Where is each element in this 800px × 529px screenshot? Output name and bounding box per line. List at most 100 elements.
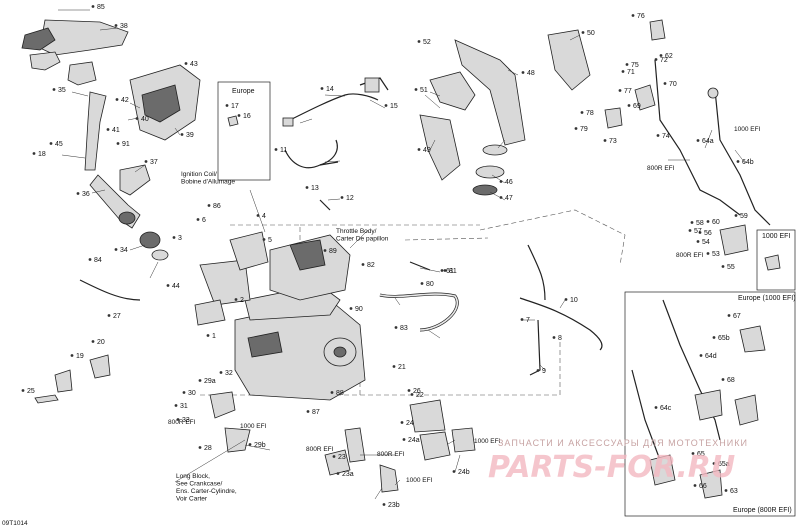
part-callout-10: 10 <box>570 297 578 304</box>
part-marker-34 <box>114 248 118 251</box>
part-marker-77 <box>618 89 622 92</box>
throttle-cables <box>79 244 603 376</box>
notes: Ignition Coil/Bobine d'Allumage Throttle… <box>176 171 389 503</box>
part-marker-45 <box>49 142 53 145</box>
part-callout-12: 12 <box>346 195 354 202</box>
part-callout-54: 54 <box>702 239 710 246</box>
part-marker-79 <box>574 127 578 130</box>
part-callout-21: 21 <box>398 364 406 371</box>
europe-efi-inset: Europe (1000 EFI) Europe (800R EFI) <box>624 291 796 517</box>
part-marker-83 <box>394 326 398 329</box>
part-marker-5 <box>262 238 266 241</box>
part-callout-64a: 64a <box>702 138 714 145</box>
part-marker-87 <box>306 410 310 413</box>
part-callout-11: 11 <box>280 147 287 154</box>
part-callout-39: 39 <box>186 132 194 139</box>
part-marker-11 <box>274 148 278 151</box>
part-marker-63 <box>724 489 728 492</box>
part-marker-64a <box>696 139 700 142</box>
left-mounts <box>34 354 111 404</box>
part-callout-23a: 23a <box>342 471 354 478</box>
part-callout-40: 40 <box>141 116 149 123</box>
part-marker-90 <box>349 307 353 310</box>
airbox-assembly <box>21 19 201 261</box>
wiring-harness <box>282 77 389 211</box>
part-marker-88 <box>330 391 334 394</box>
engine-block <box>194 231 366 401</box>
label-1000efi-c: 1000 EFI <box>474 438 501 445</box>
part-callout-26: 26 <box>413 388 421 395</box>
part-marker-44 <box>166 284 170 287</box>
part-callout-41: 41 <box>112 127 120 134</box>
label-800refi-b: 800R EFI <box>676 252 704 259</box>
part-callout-14: 14 <box>326 86 334 93</box>
leader-lines <box>58 9 746 500</box>
label-1000efi-d: 1000 EFI <box>406 477 433 484</box>
part-marker-46 <box>499 180 503 183</box>
part-callout-73: 73 <box>609 138 617 145</box>
part-callout-71: 71 <box>627 69 635 76</box>
part-marker-31 <box>174 404 178 407</box>
part-marker-67 <box>727 314 731 317</box>
label-800refi-e: 800R EFI <box>377 451 405 458</box>
part-marker-42 <box>115 98 119 101</box>
part-callout-60: 60 <box>712 219 720 226</box>
part-callout-59: 59 <box>740 213 748 220</box>
part-callout-45: 45 <box>55 141 63 148</box>
figure-id: 09T1014 <box>2 520 28 527</box>
part-marker-64c <box>654 406 658 409</box>
label-800refi-d: 800R EFI <box>306 446 334 453</box>
watermark: ЗАПЧАСТИ И АКСЕССУАРЫ ДЛЯ МОТОТЕХНИКИ PA… <box>488 438 747 485</box>
ignition-coil-note: Ignition Coil/Bobine d'Allumage <box>181 171 235 186</box>
part-marker-35 <box>52 88 56 91</box>
part-callout-50: 50 <box>587 30 595 37</box>
part-callout-56: 56 <box>704 230 712 237</box>
part-callout-67: 67 <box>733 313 741 320</box>
part-callout-76: 76 <box>637 13 645 20</box>
europe-inset: Europe <box>217 81 271 181</box>
part-callout-66: 66 <box>699 483 707 490</box>
part-callout-46: 46 <box>505 179 513 186</box>
part-marker-76 <box>631 14 635 17</box>
throttle-body-note: Throttle Body/Carter De papillon <box>336 228 389 243</box>
part-callout-81: 81 <box>449 268 457 275</box>
variant-labels: 1000 EFI 800R EFI 800R EFI 1000 EFI 800R… <box>168 126 761 484</box>
part-marker-24a <box>402 438 406 441</box>
part-callout-2: 2 <box>240 297 244 304</box>
part-marker-13 <box>305 186 309 189</box>
part-marker-85 <box>91 5 95 8</box>
part-marker-29a <box>198 379 202 382</box>
part-marker-33 <box>176 418 180 421</box>
part-marker-17 <box>225 104 229 107</box>
part-marker-58 <box>690 221 694 224</box>
label-1000efi-a: 1000 EFI <box>734 126 761 133</box>
part-marker-73 <box>603 139 607 142</box>
part-callout-27: 27 <box>113 313 121 320</box>
part-callout-69: 69 <box>633 103 641 110</box>
part-marker-75 <box>625 63 629 66</box>
part-marker-60 <box>706 220 710 223</box>
part-callout-84: 84 <box>94 257 102 264</box>
part-callout-64c: 64c <box>660 405 672 412</box>
part-callout-3: 3 <box>178 235 182 242</box>
part-marker-6 <box>196 218 200 221</box>
part-callout-77: 77 <box>624 88 632 95</box>
part-callout-82: 82 <box>367 262 375 269</box>
part-callout-75: 75 <box>631 62 639 69</box>
part-marker-56 <box>698 231 702 234</box>
part-callout-5: 5 <box>268 237 272 244</box>
part-marker-69 <box>627 104 631 107</box>
part-marker-9 <box>536 369 540 372</box>
part-callout-78: 78 <box>586 110 594 117</box>
part-marker-49 <box>417 148 421 151</box>
long-block-note: Long Block,See Crankcase/Ens. Carter-Cyl… <box>176 473 237 503</box>
part-callout-38: 38 <box>120 23 128 30</box>
part-marker-65 <box>691 452 695 455</box>
part-marker-36 <box>76 192 80 195</box>
part-callout-48: 48 <box>527 70 535 77</box>
part-callout-43: 43 <box>190 61 198 68</box>
part-callout-64d: 64d <box>705 353 717 360</box>
part-marker-62 <box>659 54 663 57</box>
part-callout-34: 34 <box>120 247 128 254</box>
part-marker-59 <box>734 214 738 217</box>
